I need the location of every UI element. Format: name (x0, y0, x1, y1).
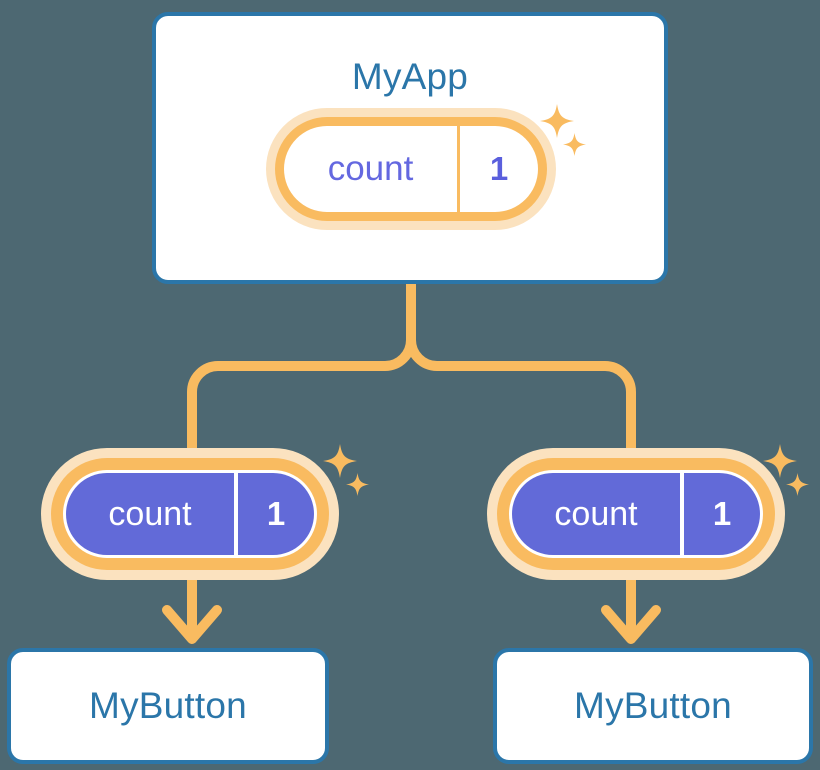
arrow-down-icon-left (162, 605, 222, 644)
sparkle-icon (763, 444, 797, 478)
state-pill-myapp[interactable]: count 1 (266, 108, 556, 230)
state-pill-body: count 1 (512, 473, 760, 555)
state-pill-divider (234, 473, 238, 555)
component-title-mybutton-left: MyButton (89, 685, 247, 726)
component-title-mybutton-right: MyButton (574, 685, 732, 726)
state-pill-divider (457, 126, 460, 212)
sparkle-icon (540, 104, 574, 138)
sparkle-icon-small (346, 473, 369, 496)
state-key-label: count (108, 494, 192, 533)
state-pill-child-right[interactable]: count 1 (487, 448, 785, 580)
state-pill-body: count 1 (66, 473, 314, 555)
component-title-myapp: MyApp (351, 56, 469, 97)
state-key-label: count (554, 494, 638, 533)
component-card-myapp[interactable]: MyApp (152, 12, 668, 284)
state-value-label: 1 (489, 150, 509, 187)
state-pill-divider (680, 473, 684, 555)
state-pill-body: count 1 (284, 126, 538, 212)
state-pill-child-left[interactable]: count 1 (41, 448, 339, 580)
state-value-label: 1 (712, 495, 732, 532)
component-card-mybutton-right[interactable]: MyButton (493, 648, 813, 764)
arrow-down-icon-right (601, 605, 661, 644)
component-card-mybutton-left[interactable]: MyButton (7, 648, 329, 764)
state-value-label: 1 (266, 495, 286, 532)
state-key-label: count (327, 149, 414, 188)
sparkle-icon-small (786, 473, 809, 496)
sparkle-icon-small (563, 133, 586, 156)
